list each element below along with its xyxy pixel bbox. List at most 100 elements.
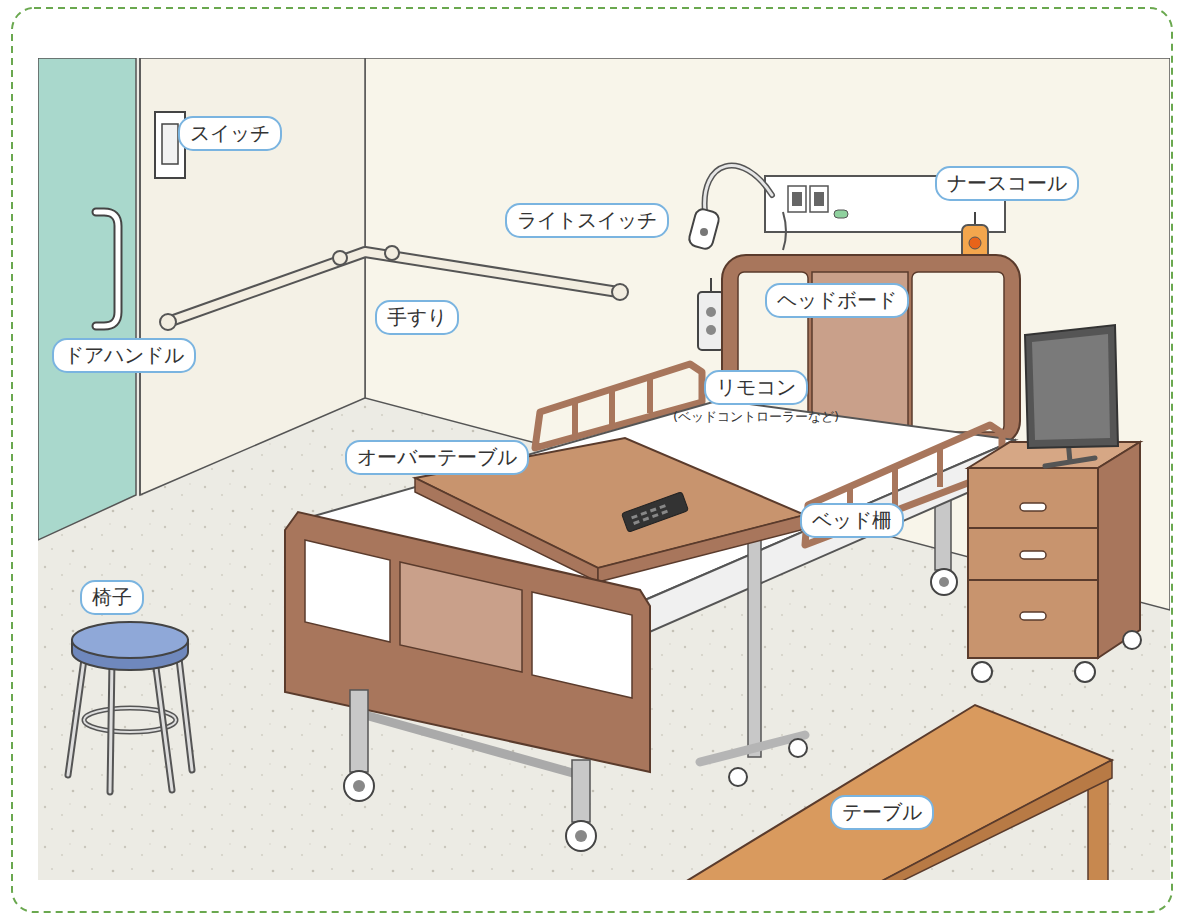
bed-footboard: [575, 830, 587, 842]
bedhead-panel: [788, 186, 806, 212]
part-note: (ベッドコントローラーなど): [673, 408, 839, 426]
stool: [68, 652, 85, 775]
bedside-cabinet: [968, 468, 1098, 658]
stool: [110, 660, 112, 792]
reading-lamp: [687, 208, 720, 251]
stool: [155, 660, 172, 790]
bedhead-panel: [792, 192, 802, 206]
part-label: ドアハンドル: [52, 338, 196, 373]
callout-label: ヘッドボード: [765, 283, 909, 318]
bed-footboard: [566, 821, 596, 851]
bedhead-panel: [814, 192, 824, 206]
tv-remote: [622, 492, 689, 533]
bedside-cabinet: [1075, 662, 1095, 682]
stool: [72, 622, 188, 658]
bed-controller: [698, 292, 724, 350]
far-bed-rail: [609, 389, 615, 425]
stool: [68, 622, 192, 792]
tv-remote: [643, 517, 650, 522]
television: [1025, 325, 1118, 448]
part-label: ベッド柵: [800, 503, 904, 538]
bedside-cabinet: [1020, 551, 1046, 559]
overbed-table: [729, 768, 747, 786]
callout-label: ドアハンドル: [52, 338, 196, 373]
reading-lamp: [700, 228, 708, 236]
bedside-cabinet: [1098, 442, 1140, 658]
part-label: テーブル: [830, 795, 934, 830]
far-bed-rail: [647, 377, 653, 413]
bedhead-panel: [783, 212, 786, 250]
callout-label: テーブル: [830, 795, 934, 830]
bed-controller: [698, 278, 724, 350]
bed-footboard: [285, 512, 650, 851]
nurse-call: [969, 237, 981, 249]
bed-footboard: [532, 592, 632, 698]
bedside-cabinet: [968, 527, 1098, 529]
stool: [110, 660, 112, 792]
handrail: [160, 314, 176, 330]
dashed-frame: [12, 8, 1172, 912]
callout-label: スイッチ: [178, 116, 282, 151]
overbed-table: [789, 739, 807, 757]
back-wall: [365, 58, 1170, 610]
bed-footboard: [350, 690, 368, 772]
bed-controller: [706, 325, 716, 335]
callout-label: ナースコール: [935, 166, 1079, 201]
tv-remote: [622, 492, 689, 533]
bed-frame: [931, 569, 957, 595]
bed-frame: [939, 577, 949, 587]
part-label: オーバーテーブル: [345, 440, 529, 475]
part-label: ライトスイッチ: [505, 203, 669, 238]
part-label: ナースコール: [935, 166, 1079, 201]
room: [38, 58, 1170, 880]
callout-label: オーバーテーブル: [345, 440, 529, 475]
bed-footboard: [353, 780, 365, 792]
bedside-cabinet: [972, 662, 992, 682]
overbed-table: [748, 525, 761, 757]
reading-lamp: [687, 166, 772, 251]
bedhead-panel: [810, 186, 828, 212]
handrail: [385, 246, 399, 260]
tv-remote: [659, 504, 666, 509]
door-handle: [96, 212, 118, 326]
door-handle: [96, 212, 118, 326]
bed-footboard: [344, 771, 374, 801]
part-label: ヘッドボード: [765, 283, 909, 318]
reading-lamp: [705, 166, 772, 212]
door-frame: [139, 58, 141, 495]
near-bed-rail: [892, 467, 898, 506]
bed-controller: [706, 307, 716, 317]
bed-headboard: [912, 272, 1004, 432]
door-handle: [96, 212, 118, 326]
bedside-cabinet: [1123, 631, 1141, 649]
part-label: 椅子: [80, 580, 144, 615]
stool: [68, 652, 85, 775]
bedhead-panel: [834, 210, 848, 218]
tv-remote: [631, 514, 638, 519]
callout-label: リモコン(ベッドコントローラーなど): [680, 370, 832, 426]
bedside-cabinet: [968, 579, 1098, 581]
television: [1025, 325, 1118, 466]
bed-footboard: [305, 540, 390, 642]
bed-footboard: [400, 562, 522, 672]
part-label: リモコン: [704, 370, 808, 405]
television: [1032, 334, 1110, 440]
bench-table: [685, 705, 1112, 880]
callout-label: 椅子: [80, 580, 144, 615]
door: [38, 58, 136, 540]
handrail: [612, 284, 628, 300]
bed-footboard: [572, 760, 590, 822]
bedside-cabinet: [1020, 503, 1046, 511]
tv-remote: [661, 510, 668, 515]
near-bed-rail: [937, 447, 943, 487]
bedside-cabinet: [1020, 612, 1046, 620]
callout-label: 手すり: [375, 300, 459, 335]
bed-controller: [710, 278, 712, 292]
bed-footboard: [285, 512, 650, 772]
stool: [178, 650, 192, 770]
tv-remote: [640, 511, 647, 516]
tv-remote: [650, 508, 657, 513]
stool: [178, 650, 192, 770]
bedside-cabinet: [968, 442, 1141, 682]
